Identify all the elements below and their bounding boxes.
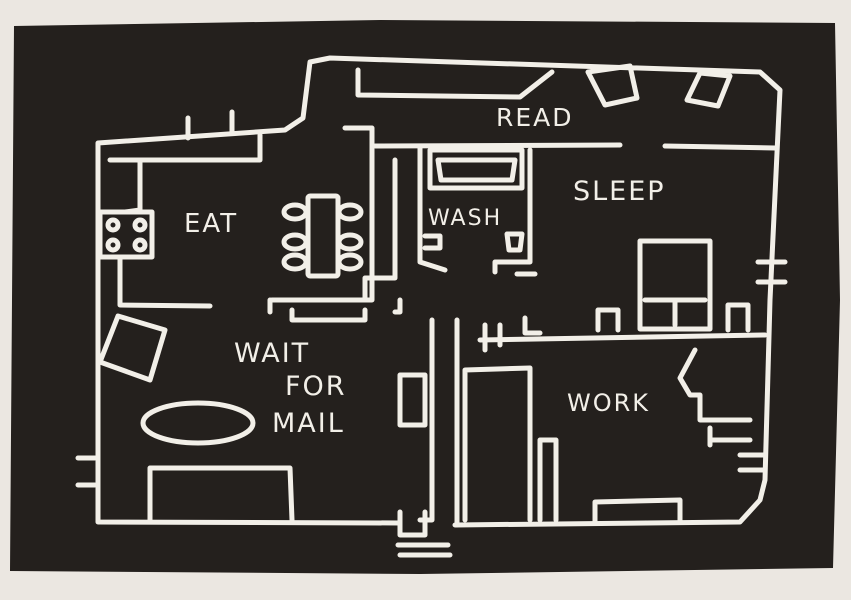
nightstand-left [595,307,621,333]
kitchen-partition [117,254,213,309]
oval-rug [140,400,256,446]
label-for: FOR [285,371,347,402]
sleep-bottom-wall [477,332,768,343]
eat-room-wall [269,125,375,303]
label-wait: WAIT [234,338,310,369]
bathtub [427,147,525,191]
burner [132,237,148,253]
dining-table [305,193,341,279]
label-eat: EAT [184,209,238,239]
toilet [504,231,525,253]
burner [105,217,121,233]
window-ticks-right [755,259,788,285]
armchair-left [585,63,640,108]
wash-room-wall [362,145,533,303]
dining-chair [336,232,364,252]
wall-ticks [482,315,543,353]
door-mat-lines [395,542,453,558]
nightstand-right [725,302,751,333]
bed-headboard [642,297,708,328]
burner [132,217,148,233]
coat-stand [397,372,428,428]
bathtub-inner [435,157,518,183]
window-ticks-left [75,455,98,488]
work-notch [677,347,753,423]
label-work: WORK [567,389,650,417]
window-ticks-work [737,452,768,473]
dining-chair [336,202,364,222]
label-mail: MAIL [272,408,345,439]
dining-chair [281,252,309,272]
armchair-hall [97,313,168,383]
bench [355,67,555,100]
window-ticks [185,109,235,141]
sink [422,233,443,251]
hall-partition [267,297,403,315]
burner [105,237,121,253]
armchair-right [684,70,733,109]
bookshelf [462,365,533,523]
desk [537,437,559,523]
work-cabinet [707,425,753,448]
door-step [289,307,368,323]
bed [637,238,713,332]
dining-chair [281,232,309,252]
read-room-wall [372,142,778,151]
sofa [147,465,295,523]
stove [97,209,155,260]
outer-wall [95,55,783,528]
label-wash: WASH [428,206,502,231]
label-read: READ [496,103,574,132]
dining-chair [336,252,364,272]
entry-door [397,509,428,538]
kitchen-wall [107,132,263,163]
dining-chair [281,202,309,222]
label-sleep: SLEEP [573,176,666,207]
work-bench [592,497,683,525]
